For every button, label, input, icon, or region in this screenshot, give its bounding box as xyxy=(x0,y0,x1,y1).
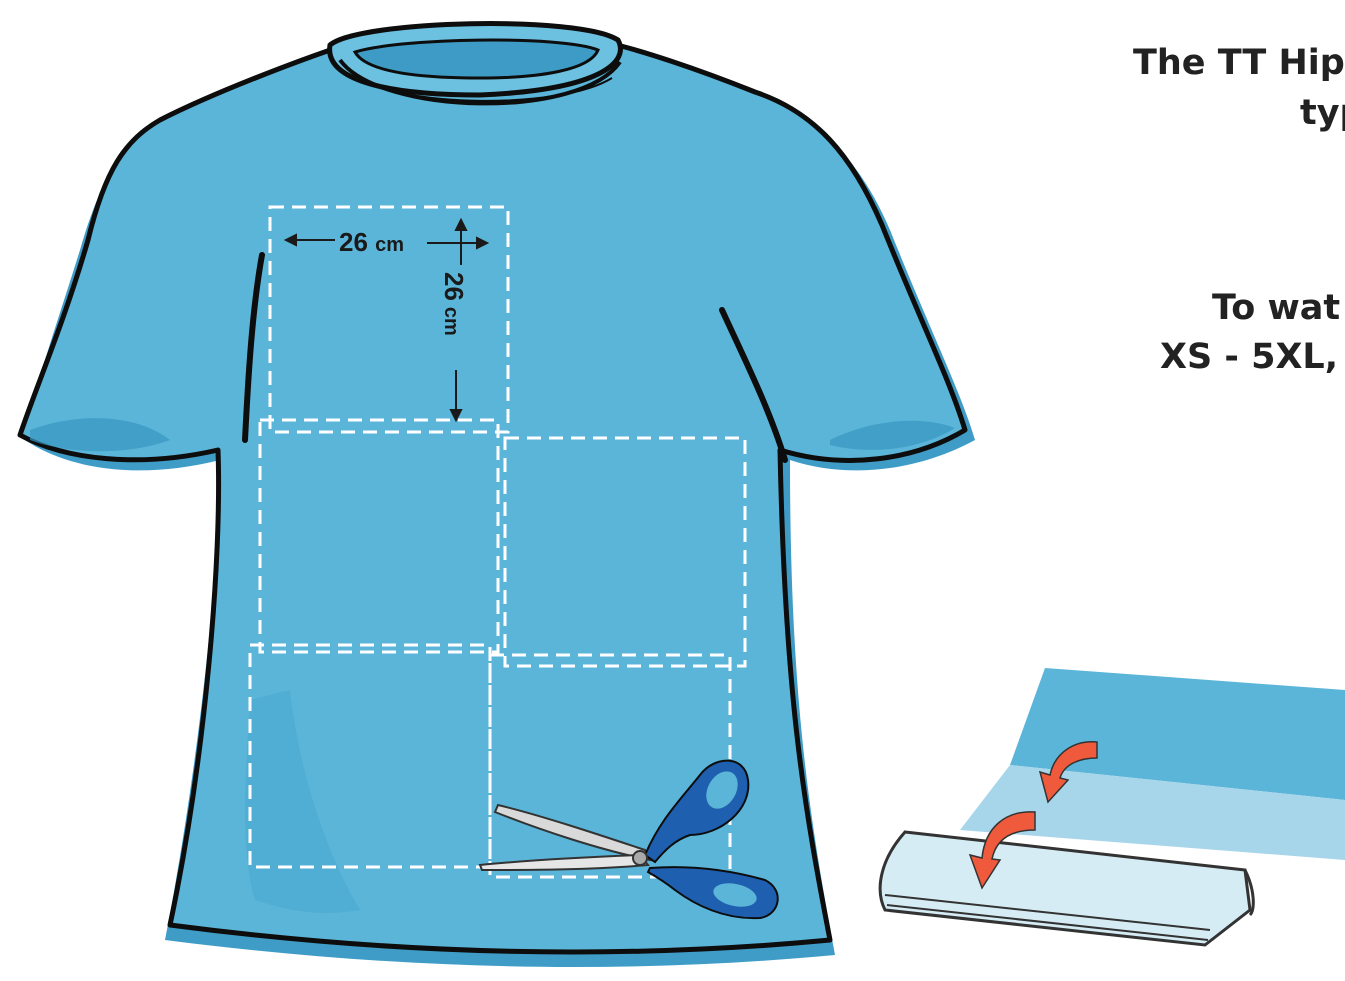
heading-line-2: typ xyxy=(1300,93,1345,133)
height-dimension-unit: cm xyxy=(440,307,462,336)
scissors-pivot xyxy=(633,851,647,865)
width-dimension-value: 26 xyxy=(339,227,368,257)
heading-line-1: The TT Hip xyxy=(1133,43,1345,83)
collar-inner xyxy=(355,40,598,78)
t-shirt-body xyxy=(20,42,965,952)
body-line-2: XS - 5XL, xyxy=(1160,337,1338,377)
body-line-1: To wat xyxy=(1212,288,1340,328)
width-dimension-unit: cm xyxy=(375,234,404,256)
width-dimension-label: 26 cm xyxy=(339,227,404,258)
height-dimension-value: 26 xyxy=(439,272,469,301)
folded-cloth-illustration xyxy=(880,668,1345,945)
